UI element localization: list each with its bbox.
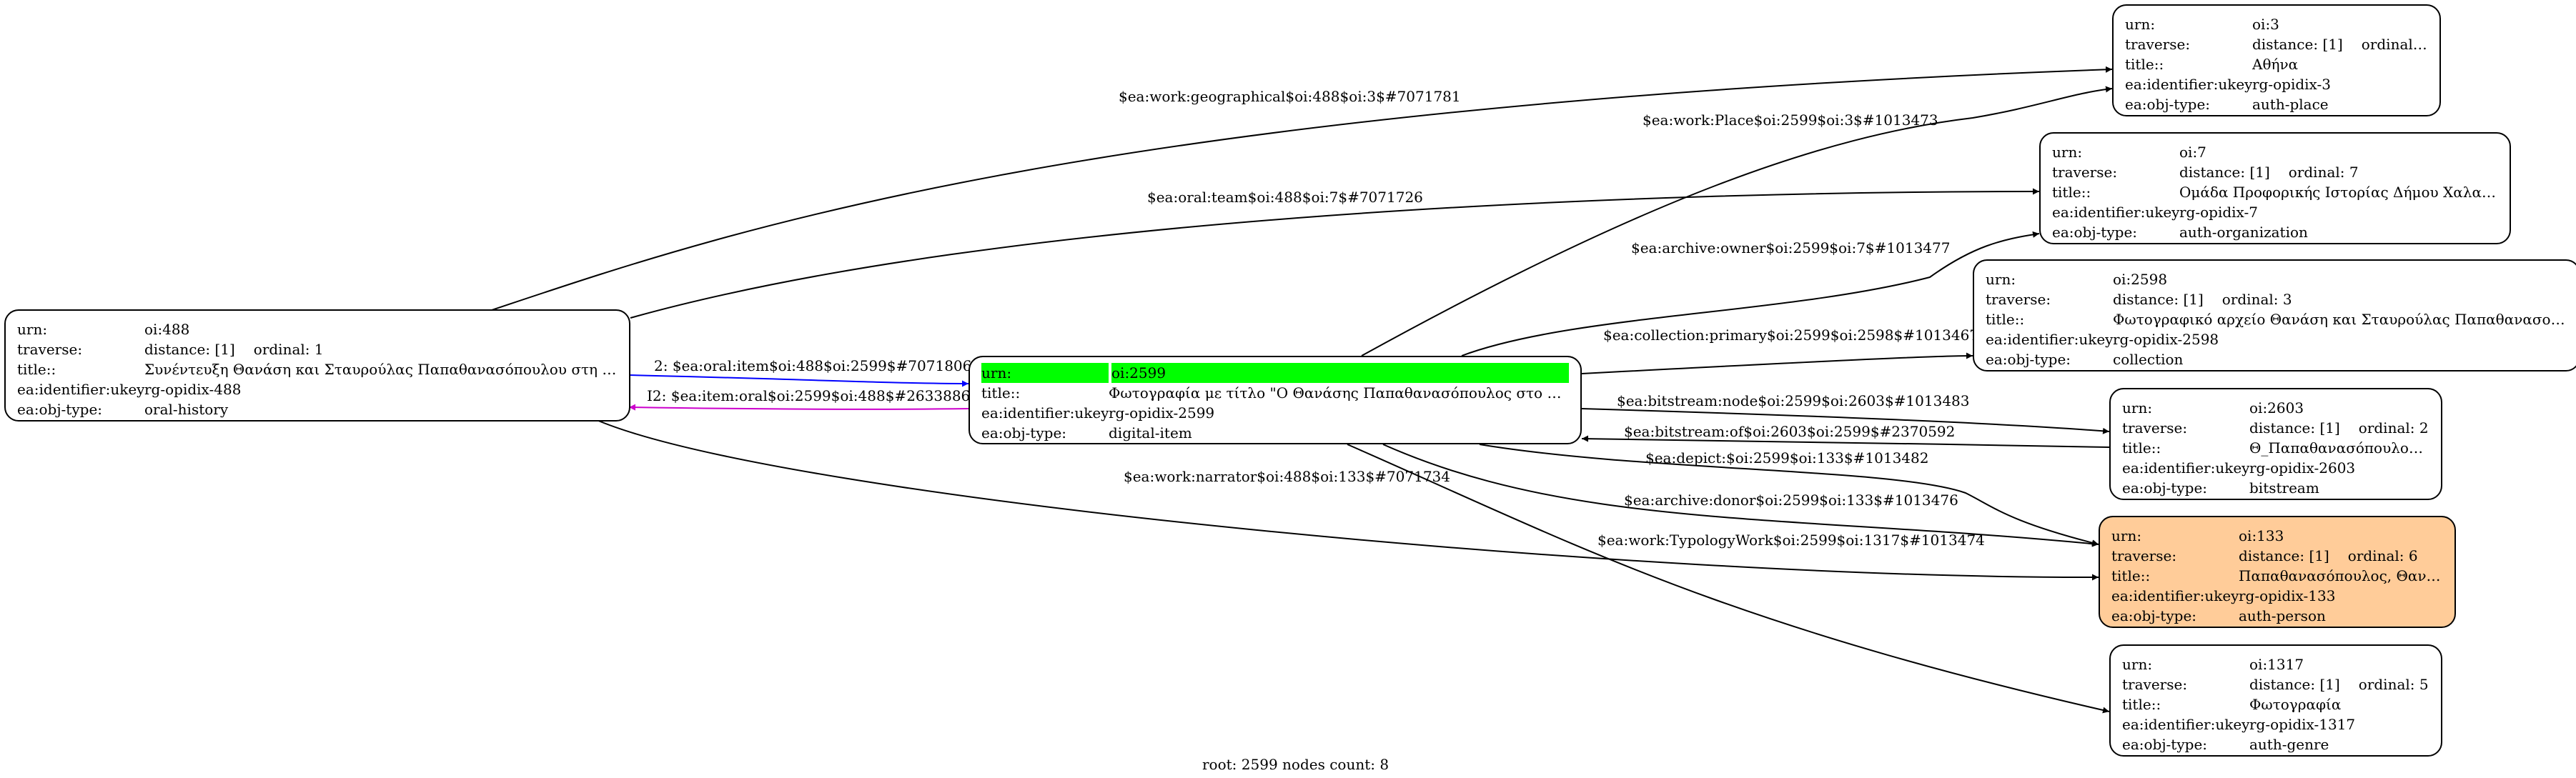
node-row-objtype: ea:obj-type:auth-place [2125,96,2329,113]
node-row-title: title::Ομάδα Προφορικής Ιστορίας Δήμου Χ… [2052,184,2498,201]
node-oi-2603[interactable]: urn:oi:2603 traverse:distance: [1]ordina… [2109,388,2442,500]
edge-depict [1479,444,2099,547]
edge-label-typology: $ea:work:TypologyWork$oi:2599$oi:1317$#1… [1597,532,1985,549]
edge-item [628,374,969,387]
edge-label-item: 2: $ea:oral:item$oi:488$oi:2599$#7071806 [654,357,972,374]
edge-donor [1382,444,2099,547]
edge-label-primary: $ea:collection:primary$oi:2599$oi:2598$#… [1603,326,1979,344]
node-oi-488[interactable]: urn:oi:488 traverse:distance: [1]ordinal… [4,309,630,422]
node-row-traverse: traverse:distance: [1]ordinal: 7 [2052,164,2359,181]
node-row-urn: urn:oi:488 [17,321,190,338]
node-row-urn: urn:oi:3 [2125,16,2279,33]
node-row-urn: urn:oi:7 [2052,144,2206,161]
node-row-traverse: traverse:distance: [1]ordinal: 1 [17,341,324,358]
node-row-title: title::Αθήνα [2125,56,2299,73]
node-oi-2598[interactable]: urn:oi:2598 traverse:distance: [1]ordina… [1973,259,2576,371]
node-oi-3[interactable]: urn:oi:3 traverse:distance: [1]ordinal: … [2112,4,2441,116]
edge-primary [1581,352,1973,374]
edge-label-team: $ea:oral:team$oi:488$oi:7$#7071726 [1147,189,1423,206]
edge-narrator [596,419,2099,581]
edge-place [1361,86,2113,356]
node-row-traverse: traverse:distance: [1]ordinal: 3 [1986,291,2292,308]
node-row-traverse: traverse:distance: [1]ordinal: 5 [2122,676,2429,693]
edge-of [1581,435,2110,448]
edge-owner [1461,231,2040,356]
node-row-title: title::Φωτογραφία με τίτλο "Ο Θανάσης Πα… [981,384,1569,402]
node-oi-1317[interactable]: urn:oi:1317 traverse:distance: [1]ordina… [2109,644,2442,757]
node-row-title: title::Φωτογραφία [2122,696,2342,713]
edge-label-node: $ea:bitstream:node$oi:2599$oi:2603$#1013… [1617,392,1970,409]
node-row-urn: urn:oi:2603 [2122,399,2304,417]
edge-node [1581,408,2110,434]
node-row-objtype: ea:obj-type:bitstream [2122,479,2319,497]
edge-label-narrator: $ea:work:narrator$oi:488$oi:133$#7071734 [1124,468,1450,485]
node-row-title: title::Συνέντευξη Θανάση και Σταυρούλας … [17,361,618,378]
node-row-urn: urn:oi:2598 [1986,271,2168,288]
node-row-traverse: traverse:distance: [1]ordinal: 6 [2111,547,2418,564]
edge-label-oral: I2: $ea:item:oral$oi:2599$oi:488$#263388… [647,387,979,404]
edge-oral [628,404,969,411]
node-row-objtype: ea:obj-type:collection [1986,351,2184,368]
node-row-objtype: ea:obj-type:digital-item [981,424,1192,442]
node-row-urn: urn:oi:133 [2111,527,2284,544]
edge-team [630,188,2040,319]
node-row-title: title::Φωτογραφικό αρχείο Θανάση και Στα… [1986,311,2567,328]
edge-label-depict: $ea:depict:$oi:2599$oi:133$#1013482 [1645,449,1929,467]
node-row-title: title::Θ_Παπαθανασόπουλος.png [2122,439,2429,457]
node-row-objtype: ea:obj-type:auth-genre [2122,736,2329,753]
node-row-title: title::Παπαθανασόπουλος, Θανάσης [2111,567,2443,584]
node-row-objtype: ea:obj-type:auth-person [2111,607,2326,624]
node-row-urn: urn:oi:1317 [2122,656,2304,673]
edge-geographical [489,66,2113,311]
node-row-objtype: ea:obj-type:oral-history [17,401,229,418]
node-oi-2599[interactable]: urn:oi:2599 title::Φωτογραφία με τίτλο "… [969,356,1582,444]
node-row-traverse: traverse:distance: [1]ordinal: 2 [2122,419,2429,437]
node-oi-7[interactable]: urn:oi:7 traverse:distance: [1]ordinal: … [2039,132,2511,244]
edge-label-donor: $ea:archive:donor$oi:2599$oi:133$#101347… [1624,492,1958,509]
edge-label-owner: $ea:archive:owner$oi:2599$oi:7$#1013477 [1631,239,1951,256]
edge-typology [1347,444,2110,714]
node-row-objtype: ea:obj-type:auth-organization [2052,224,2308,241]
node-oi-133[interactable]: urn:oi:133 traverse:distance: [1]ordinal… [2099,516,2456,628]
edge-label-place: $ea:work:Place$oi:2599$oi:3$#1013473 [1643,111,1938,129]
edge-label-geographical: $ea:work:geographical$oi:488$oi:3$#70717… [1119,88,1461,105]
node-row-urn: urn:oi:2599 [981,363,1569,383]
edge-label-of: $ea:bitstream:of$oi:2603$oi:2599$#237059… [1624,423,1956,440]
node-row-traverse: traverse:distance: [1]ordinal: 4 [2125,36,2428,53]
graph-footer: root: 2599 nodes count: 8 [1202,756,1389,773]
